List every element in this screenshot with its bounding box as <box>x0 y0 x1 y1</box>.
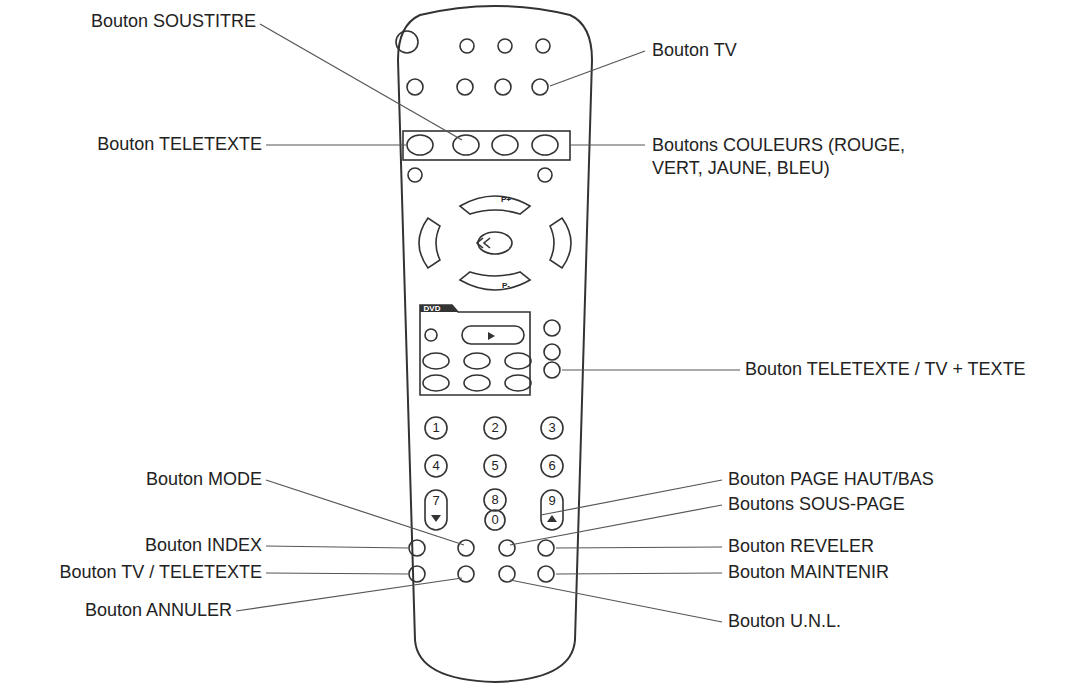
callout-label: Bouton ANNULER <box>85 599 232 622</box>
callout-label: Bouton INDEX <box>145 534 262 557</box>
callout-label: Bouton SOUSTITRE <box>91 10 256 33</box>
key-digit: 3 <box>548 420 555 437</box>
callout-label: Bouton TV <box>652 39 737 62</box>
key-digit: 2 <box>491 420 498 437</box>
panel-tag: DVD <box>424 305 441 313</box>
callout-label: Bouton REVELER <box>728 535 874 558</box>
button-mark: P+ <box>501 196 511 204</box>
callout-label: Bouton MODE <box>146 468 262 491</box>
key-digit: 1 <box>432 420 439 437</box>
callout-label: Boutons COULEURS (ROUGE, VERT, JAUNE, BL… <box>652 134 922 181</box>
callout-label: Bouton MAINTENIR <box>728 561 889 584</box>
key-digit: 0 <box>491 512 498 529</box>
callout-label: Bouton U.N.L. <box>728 610 841 633</box>
key-digit: 5 <box>491 458 498 475</box>
callout-label: Bouton TV / TELETEXTE <box>60 561 262 584</box>
callout-label: Bouton TELETEXTE <box>97 133 262 156</box>
callout-label: Boutons SOUS-PAGE <box>728 493 905 516</box>
key-digit: 9 <box>548 493 555 510</box>
button-mark: P- <box>502 282 510 290</box>
key-digit: 8 <box>491 492 498 509</box>
key-digit: 7 <box>432 493 439 510</box>
callout-label: Bouton PAGE HAUT/BAS <box>728 468 934 491</box>
callout-label: Bouton TELETEXTE / TV + TEXTE <box>745 358 1026 381</box>
key-digit: 6 <box>548 458 555 475</box>
key-digit: 4 <box>432 458 439 475</box>
